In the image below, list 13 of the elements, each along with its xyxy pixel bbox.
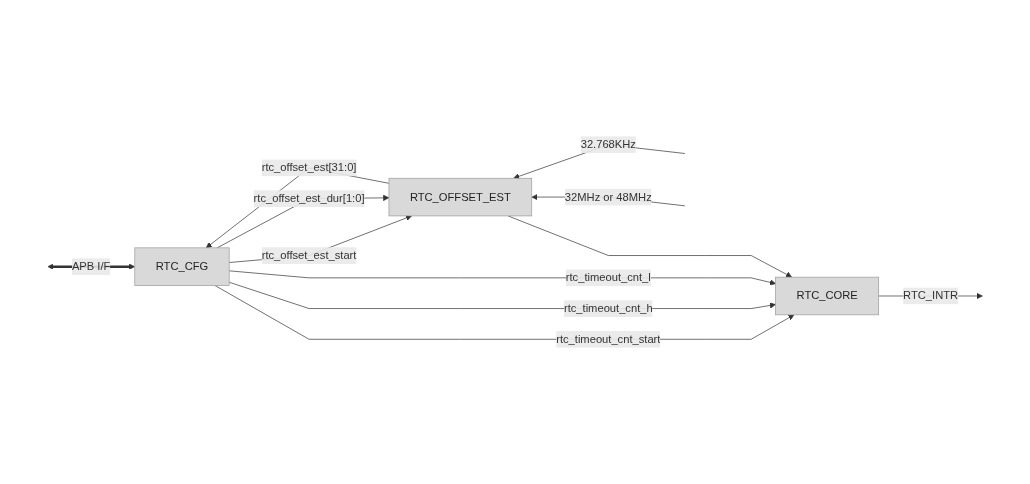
edge-label: rtc_offset_est_dur[1:0] <box>253 192 365 205</box>
node-box: RTC_CORE <box>775 276 880 316</box>
edge-label: 32MHz or 48MHz <box>564 190 652 203</box>
edge-label: rtc_timeout_cnt_h <box>563 302 653 315</box>
edge-label: rtc_timeout_cnt_start <box>556 332 661 345</box>
edge-label: rtc_offset_est[31:0] <box>261 161 357 174</box>
edge-label: APB I/F <box>71 260 111 273</box>
edge-label: RTC_INTR <box>903 289 959 302</box>
node-box: RTC_CFG <box>134 247 230 286</box>
edge-label: 32.768KHz <box>580 138 636 151</box>
edge-label: rtc_offset_est_start <box>261 249 357 262</box>
node-box: RTC_OFFSET_EST <box>388 177 533 217</box>
edge-label: rtc_timeout_cnt_l <box>565 271 651 284</box>
